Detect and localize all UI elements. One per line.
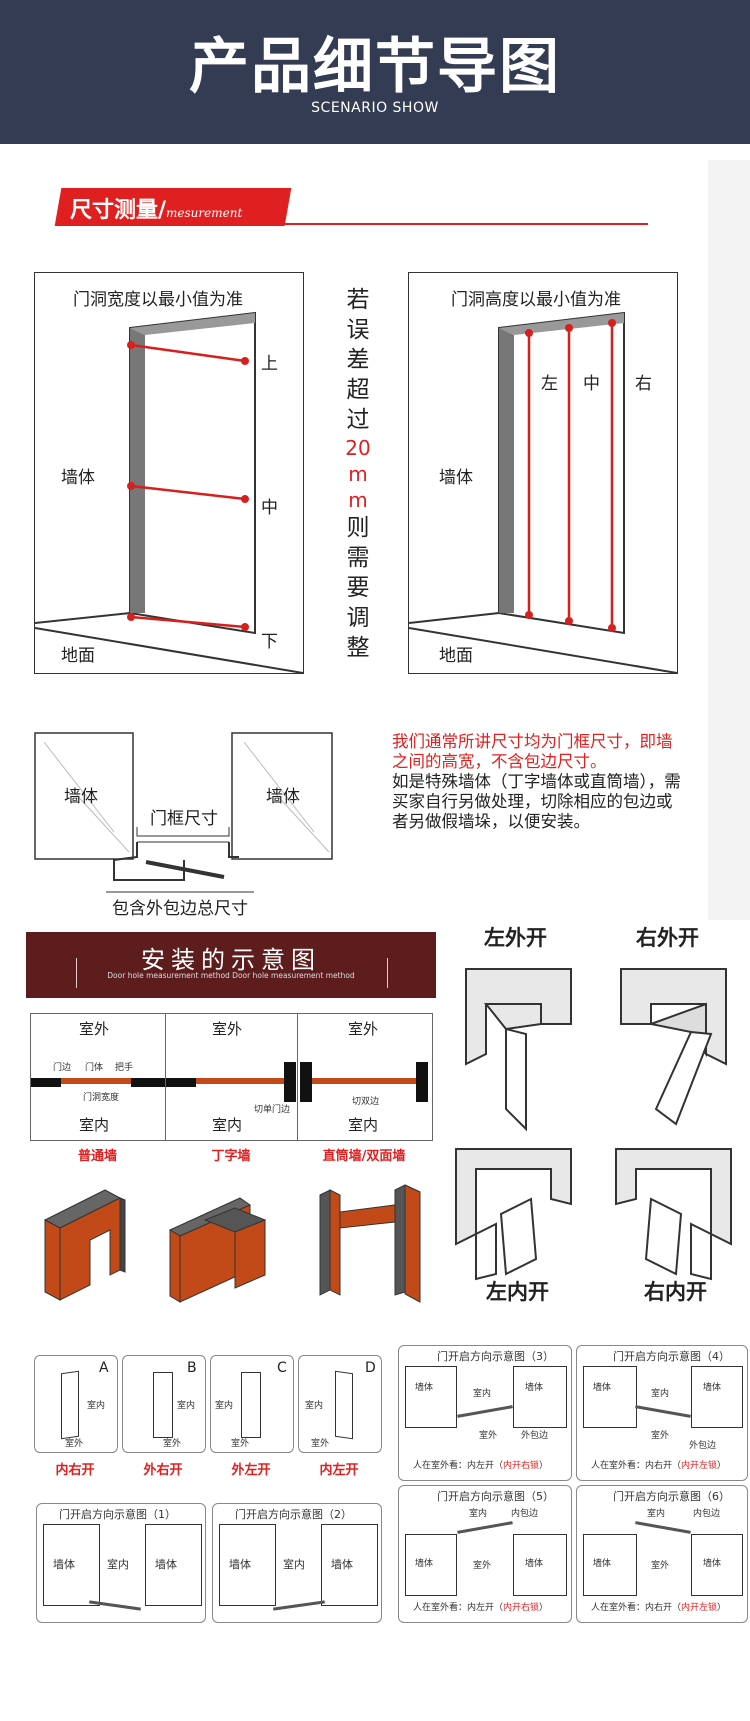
top-label: 上: [261, 354, 278, 374]
left-in-label: 左内开: [486, 1280, 549, 1304]
direction-diagram-2: 门开启方向示意图（2） 墙体 墙体 室内: [212, 1503, 382, 1623]
height-measure-diagram: 门洞高度以最小值为准 墙体 地面 左 中 右: [408, 272, 678, 674]
outside-label: 室外: [79, 1020, 110, 1038]
page-subtitle: SCENARIO SHOW: [311, 100, 439, 116]
diagram-6-note: 人在室外看：内右开（内开左锁）: [591, 1603, 727, 1613]
section-tag: 尺寸测量/mesurement: [70, 198, 243, 223]
frame-size-label: 门框尺寸: [150, 809, 218, 829]
floor-label: 地面: [61, 646, 95, 666]
left-label: 左: [541, 374, 558, 394]
right-in-label: 右内开: [644, 1280, 707, 1304]
outside-label: 室外: [212, 1020, 243, 1038]
swing-a: A 室内 室外: [34, 1355, 118, 1453]
diagram-4-note: 人在室外看：内右开（内开左锁）: [591, 1461, 727, 1471]
install-title: 安装的示意图: [141, 946, 321, 974]
wall-label: 墙体: [61, 468, 95, 488]
width-measure-diagram: 门洞宽度以最小值为准 墙体 地面 上 中 下: [34, 272, 304, 674]
banner-frame: [76, 958, 388, 988]
direction-diagram-1: 门开启方向示意图（1） 墙体 墙体 室内: [36, 1503, 206, 1623]
wall-left-label: 墙体: [64, 787, 98, 807]
bottom-label: 下: [261, 632, 278, 652]
section-divider: [285, 223, 648, 225]
swing-a-caption: 内右开: [55, 1463, 95, 1478]
direction-diagram-3: 门开启方向示意图（3） 墙体 墙体 室内 室外 外包边 人在室外看：内左开（内开…: [398, 1345, 572, 1481]
floor-label: 地面: [439, 646, 473, 666]
caption-straight-wall: 直筒墙/双面墙: [322, 1149, 406, 1164]
wall-label: 墙体: [439, 468, 473, 488]
direction-diagram-5: 门开启方向示意图（5） 室内 内包边 墙体 墙体 室外 人在室外看：内左开（内开…: [398, 1485, 572, 1623]
width-box-title: 门洞宽度以最小值为准: [73, 290, 243, 310]
mid-label: 中: [261, 498, 278, 518]
page-header: 产品细节导图 SCENARIO SHOW: [0, 0, 750, 144]
caption-t-wall: 丁字墙: [211, 1149, 251, 1164]
swing-c-caption: 外左开: [231, 1463, 271, 1478]
swing-d: D 室内 室外: [298, 1355, 382, 1453]
right-out-label: 右外开: [636, 926, 699, 950]
install-banner: [26, 932, 436, 998]
right-label: 右: [635, 374, 652, 394]
diagram-3-note: 人在室外看：内左开（内开右锁）: [413, 1461, 549, 1471]
side-strip: [708, 160, 750, 920]
inside-label: 室内: [79, 1116, 110, 1134]
inside-label: 室内: [348, 1116, 379, 1134]
caption-normal: 普通墙: [77, 1149, 117, 1164]
inside-label: 室内: [212, 1116, 243, 1134]
install-subtitle: Door hole measurement method Door hole m…: [107, 971, 355, 980]
direction-diagram-6: 门开启方向示意图（6） 室内 内包边 墙体 墙体 室外 人在室外看：内右开（内开…: [576, 1485, 748, 1623]
outside-label: 室外: [348, 1020, 379, 1038]
mid-label: 中: [583, 374, 600, 394]
frame-note: 我们通常所讲尺寸均为门框尺寸，即墙之间的高宽，不含包边尺寸。 如是特殊墙体（丁字…: [392, 732, 681, 831]
swing-c: C 室内 室外: [210, 1355, 294, 1453]
total-size-label: 包含外包边总尺寸: [112, 899, 248, 919]
install-panel-straight-wall: 室外 室内 切双边: [297, 1013, 433, 1141]
height-box-title: 门洞高度以最小值为准: [451, 290, 621, 310]
left-out-label: 左外开: [484, 926, 547, 950]
wall-3d-blocks: [43, 1184, 421, 1303]
open-type-diagrams: 左外开 右外开 左内开 右内开: [446, 914, 750, 1314]
page-title: 产品细节导图: [189, 32, 561, 102]
width-door-drawing: [35, 311, 303, 673]
install-panel-normal: 室外 室内 门边 门体 把手 门洞宽度: [30, 1013, 167, 1141]
error-note: 若误差超过 20mm 则需要调整: [345, 287, 371, 661]
swing-diagrams: A 室内 室外 B 室内 室外 C 室内 室外 D 室内 室外 内右开 外右开 …: [34, 1355, 384, 1478]
swing-b: B 室内 室外: [122, 1355, 206, 1453]
diagram-5-note: 人在室外看：内左开（内开右锁）: [413, 1603, 549, 1613]
wall-right-label: 墙体: [266, 787, 300, 807]
install-panel-t-wall: 室外 室内 切单门边: [165, 1013, 299, 1141]
direction-diagram-4: 门开启方向示意图（4） 墙体 墙体 室内 室外 外包边 人在室外看：内右开（内开…: [576, 1345, 748, 1481]
height-door-drawing: [409, 311, 677, 673]
frame-size-diagram: 墙体 墙体 门框尺寸 包含外包边总尺寸: [34, 732, 334, 919]
swing-d-caption: 内左开: [319, 1463, 359, 1478]
swing-b-caption: 外右开: [143, 1463, 183, 1478]
